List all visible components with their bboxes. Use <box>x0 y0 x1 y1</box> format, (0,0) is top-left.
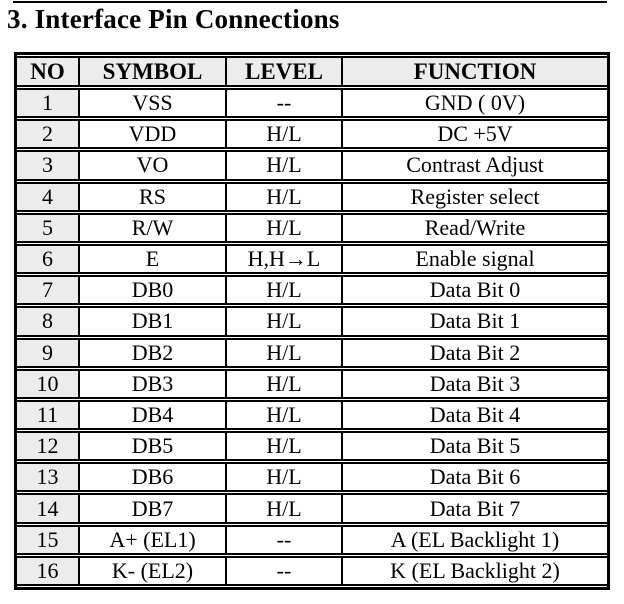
cell-function: K (EL Backlight 2) <box>341 555 607 586</box>
col-header-no: NO <box>17 56 78 87</box>
table-row: 16 K- (EL2) -- K (EL Backlight 2) <box>17 555 607 586</box>
table-row: 11 DB4 H/L Data Bit 4 <box>17 399 607 431</box>
cell-symbol: K- (EL2) <box>78 555 225 586</box>
table-row: 9 DB2 H/L Data Bit 2 <box>17 337 607 368</box>
cell-function: Data Bit 7 <box>341 493 607 524</box>
cell-symbol: DB7 <box>78 493 225 524</box>
table-row: 8 DB1 H/L Data Bit 1 <box>17 306 607 337</box>
cell-symbol: DB3 <box>78 368 225 399</box>
cell-no: 2 <box>17 119 78 150</box>
cell-function: Data Bit 0 <box>341 275 607 306</box>
col-header-function: FUNCTION <box>341 56 607 87</box>
cell-level: H,H→L <box>225 243 341 275</box>
cell-level: H/L <box>225 431 341 462</box>
cell-level: H/L <box>225 306 341 337</box>
table-row: 7 DB0 H/L Data Bit 0 <box>17 275 607 306</box>
cell-function: Data Bit 5 <box>341 431 607 462</box>
cell-symbol: VDD <box>78 119 225 150</box>
cell-symbol: DB2 <box>78 337 225 368</box>
table-row: 15 A+ (EL1) -- A (EL Backlight 1) <box>17 524 607 555</box>
cell-no: 12 <box>17 431 78 462</box>
cell-level: -- <box>225 88 341 119</box>
cell-level: -- <box>225 524 341 555</box>
cell-function: DC +5V <box>341 119 607 150</box>
cell-symbol: DB4 <box>78 399 225 431</box>
cell-function: Register select <box>341 181 607 212</box>
pin-table: NO SYMBOL LEVEL FUNCTION 1 VSS -- GND ( … <box>17 55 607 587</box>
cell-symbol: E <box>78 243 225 275</box>
cell-symbol: DB1 <box>78 306 225 337</box>
cell-no: 5 <box>17 212 78 243</box>
cell-no: 3 <box>17 150 78 181</box>
cell-level: H/L <box>225 493 341 524</box>
cell-function: Enable signal <box>341 243 607 275</box>
cell-symbol: A+ (EL1) <box>78 524 225 555</box>
cell-no: 16 <box>17 555 78 586</box>
cell-level: H/L <box>225 399 341 431</box>
section-title: 3. Interface Pin Connections <box>7 4 340 34</box>
cell-function: Read/Write <box>341 212 607 243</box>
pin-connections-table: NO SYMBOL LEVEL FUNCTION 1 VSS -- GND ( … <box>14 52 610 590</box>
table-row: 14 DB7 H/L Data Bit 7 <box>17 493 607 524</box>
cell-no: 4 <box>17 181 78 212</box>
table-row: 2 VDD H/L DC +5V <box>17 119 607 150</box>
cell-level: H/L <box>225 150 341 181</box>
col-header-symbol: SYMBOL <box>78 56 225 87</box>
table-row: 10 DB3 H/L Data Bit 3 <box>17 368 607 399</box>
cell-level: H/L <box>225 337 341 368</box>
table-row: 13 DB6 H/L Data Bit 6 <box>17 462 607 493</box>
cell-level: H/L <box>225 119 341 150</box>
table-row: 1 VSS -- GND ( 0V) <box>17 88 607 119</box>
cell-level: H/L <box>225 462 341 493</box>
page-top-rule <box>13 1 607 3</box>
table-header-row: NO SYMBOL LEVEL FUNCTION <box>17 56 607 87</box>
cell-level: H/L <box>225 181 341 212</box>
cell-function: Contrast Adjust <box>341 150 607 181</box>
col-header-level: LEVEL <box>225 56 341 87</box>
cell-function: Data Bit 6 <box>341 462 607 493</box>
cell-no: 15 <box>17 524 78 555</box>
table-row: 5 R/W H/L Read/Write <box>17 212 607 243</box>
cell-level: H/L <box>225 368 341 399</box>
cell-function: A (EL Backlight 1) <box>341 524 607 555</box>
cell-no: 13 <box>17 462 78 493</box>
cell-symbol: DB0 <box>78 275 225 306</box>
cell-symbol: DB5 <box>78 431 225 462</box>
cell-symbol: DB6 <box>78 462 225 493</box>
cell-symbol: VO <box>78 150 225 181</box>
table-row: 3 VO H/L Contrast Adjust <box>17 150 607 181</box>
cell-no: 14 <box>17 493 78 524</box>
cell-symbol: R/W <box>78 212 225 243</box>
cell-no: 1 <box>17 88 78 119</box>
table-row: 12 DB5 H/L Data Bit 5 <box>17 431 607 462</box>
cell-no: 6 <box>17 243 78 275</box>
cell-level: H/L <box>225 275 341 306</box>
cell-function: GND ( 0V) <box>341 88 607 119</box>
cell-function: Data Bit 3 <box>341 368 607 399</box>
table-row: 4 RS H/L Register select <box>17 181 607 212</box>
cell-symbol: VSS <box>78 88 225 119</box>
cell-no: 10 <box>17 368 78 399</box>
cell-symbol: RS <box>78 181 225 212</box>
cell-level: -- <box>225 555 341 586</box>
cell-no: 8 <box>17 306 78 337</box>
cell-level: H/L <box>225 212 341 243</box>
cell-function: Data Bit 2 <box>341 337 607 368</box>
cell-function: Data Bit 1 <box>341 306 607 337</box>
cell-no: 11 <box>17 399 78 431</box>
table-row: 6 E H,H→L Enable signal <box>17 243 607 275</box>
cell-no: 9 <box>17 337 78 368</box>
cell-function: Data Bit 4 <box>341 399 607 431</box>
cell-no: 7 <box>17 275 78 306</box>
